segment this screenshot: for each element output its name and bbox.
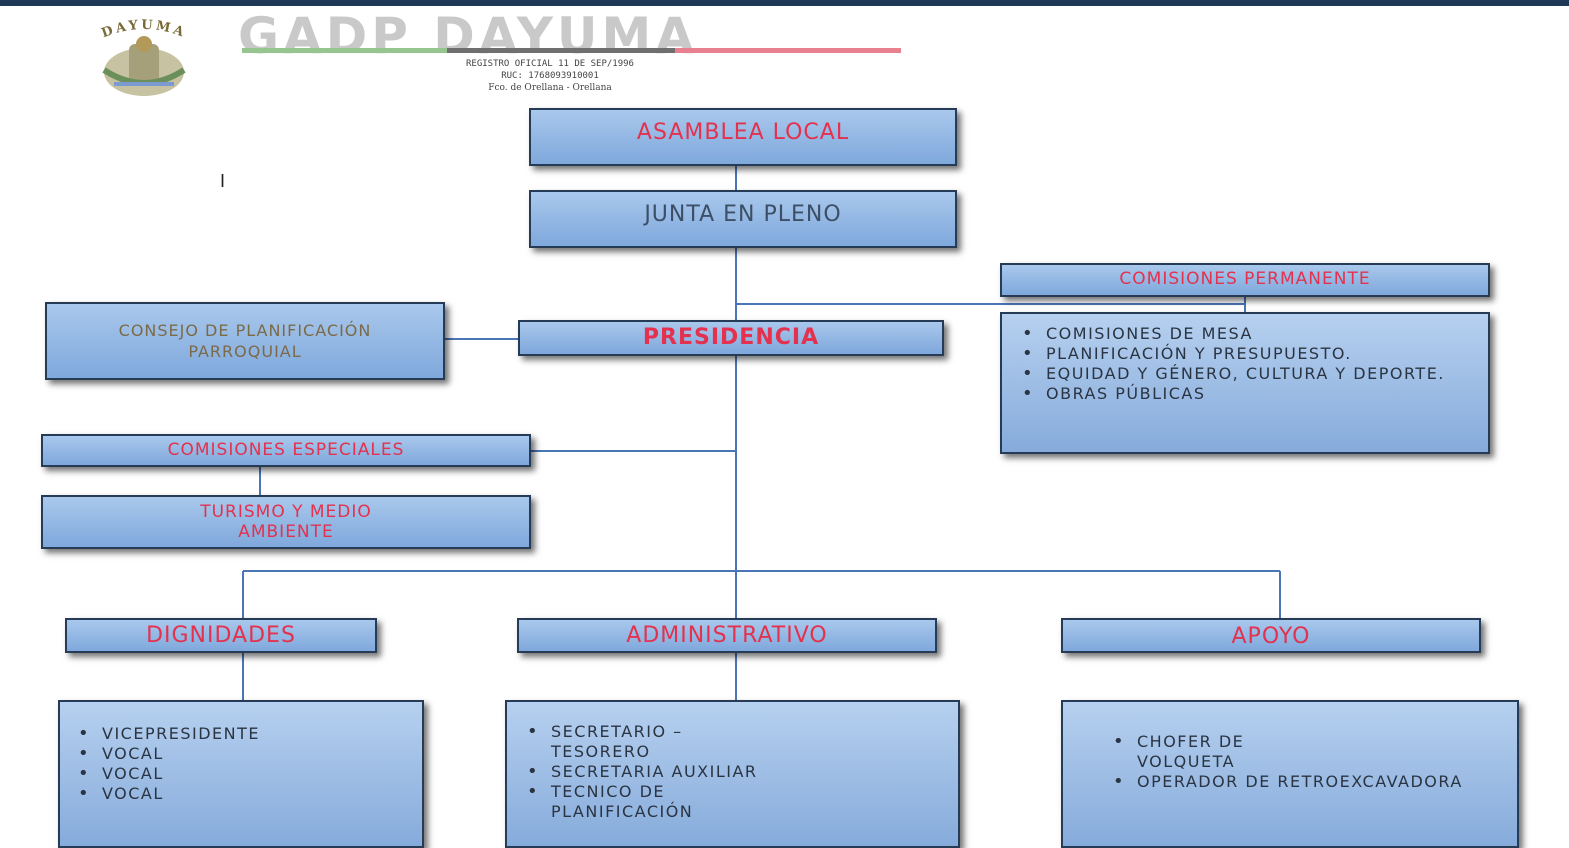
asamblea-local-label: ASAMBLEA LOCAL xyxy=(636,120,850,145)
header-registro: REGISTRO OFICIAL 11 DE SEP/1996 xyxy=(466,59,634,69)
apoyo-label: APOYO xyxy=(1231,624,1311,649)
junta-en-pleno-box: JUNTA EN PLENO xyxy=(529,190,957,248)
junta-en-pleno-label: JUNTA EN PLENO xyxy=(644,202,842,227)
dignidades-label: DIGNIDADES xyxy=(146,622,296,648)
comisiones-permanente-list-box: COMISIONES DE MESA PLANIFICACIÓN Y PRESU… xyxy=(1000,312,1490,454)
administrativo-list-box: SECRETARIO – TESORERO SECRETARIA AUXILIA… xyxy=(505,700,960,848)
administrativo-box: ADMINISTRATIVO xyxy=(517,618,937,653)
list-item: EQUIDAD Y GÉNERO, CULTURA Y DEPORTE. xyxy=(1012,364,1472,384)
header-location: Fco. de Orellana - Orellana xyxy=(488,83,612,93)
dignidades-list-box: VICEPRESIDENTE VOCAL VOCAL VOCAL xyxy=(58,700,424,848)
list-item: OBRAS PÚBLICAS xyxy=(1012,384,1472,404)
comisiones-especiales-box: COMISIONES ESPECIALES xyxy=(41,434,531,467)
turismo-medio-ambiente-box: TURISMO Y MEDIO AMBIENTE xyxy=(41,495,531,549)
list-item: SECRETARIA AUXILIAR xyxy=(517,762,918,782)
comisiones-especiales-label: COMISIONES ESPECIALES xyxy=(167,439,405,460)
list-item: CHOFER DE VOLQUETA xyxy=(1103,732,1347,772)
top-bar xyxy=(0,0,1569,6)
list-item: VOCAL xyxy=(68,744,412,764)
apoyo-list-box: CHOFER DE VOLQUETA OPERADOR DE RETROEXCA… xyxy=(1061,700,1519,848)
list-item: PLANIFICACIÓN Y PRESUPUESTO. xyxy=(1012,344,1472,364)
comisiones-permanente-box: COMISIONES PERMANENTE xyxy=(1000,263,1490,297)
header-ruc: RUC: 1768093910001 xyxy=(501,71,599,81)
stray-text-mark: I xyxy=(220,171,226,191)
dayuma-seal-logo: DAYUMA xyxy=(100,18,186,96)
administrativo-label: ADMINISTRATIVO xyxy=(626,622,828,648)
consejo-planificacion-box: CONSEJO DE PLANIFICACIÓN PARROQUIAL xyxy=(45,302,445,380)
consejo-planificacion-label: CONSEJO DE PLANIFICACIÓN PARROQUIAL xyxy=(118,321,372,361)
list-item: VOCAL xyxy=(68,784,412,804)
flag-stripe-red xyxy=(675,48,901,53)
turismo-medio-ambiente-label: TURISMO Y MEDIO AMBIENTE xyxy=(200,502,372,542)
presidencia-box: PRESIDENCIA xyxy=(518,320,944,356)
list-item: VICEPRESIDENTE xyxy=(68,724,412,744)
asamblea-local-box: ASAMBLEA LOCAL xyxy=(529,108,957,166)
presidencia-label: PRESIDENCIA xyxy=(642,325,820,351)
list-item: OPERADOR DE RETROEXCAVADORA xyxy=(1103,772,1497,792)
apoyo-box: APOYO xyxy=(1061,618,1481,653)
header-title: GADP DAYUMA xyxy=(238,7,698,65)
flag-stripe-green xyxy=(242,48,447,53)
list-item: COMISIONES DE MESA xyxy=(1012,324,1472,344)
list-item: TECNICO DE PLANIFICACIÓN xyxy=(517,782,781,822)
flag-stripe-gray xyxy=(447,48,675,53)
comisiones-permanente-label: COMISIONES PERMANENTE xyxy=(1119,269,1371,290)
list-item: VOCAL xyxy=(68,764,412,784)
list-item: SECRETARIO – TESORERO xyxy=(517,722,781,762)
dignidades-box: DIGNIDADES xyxy=(65,618,377,653)
